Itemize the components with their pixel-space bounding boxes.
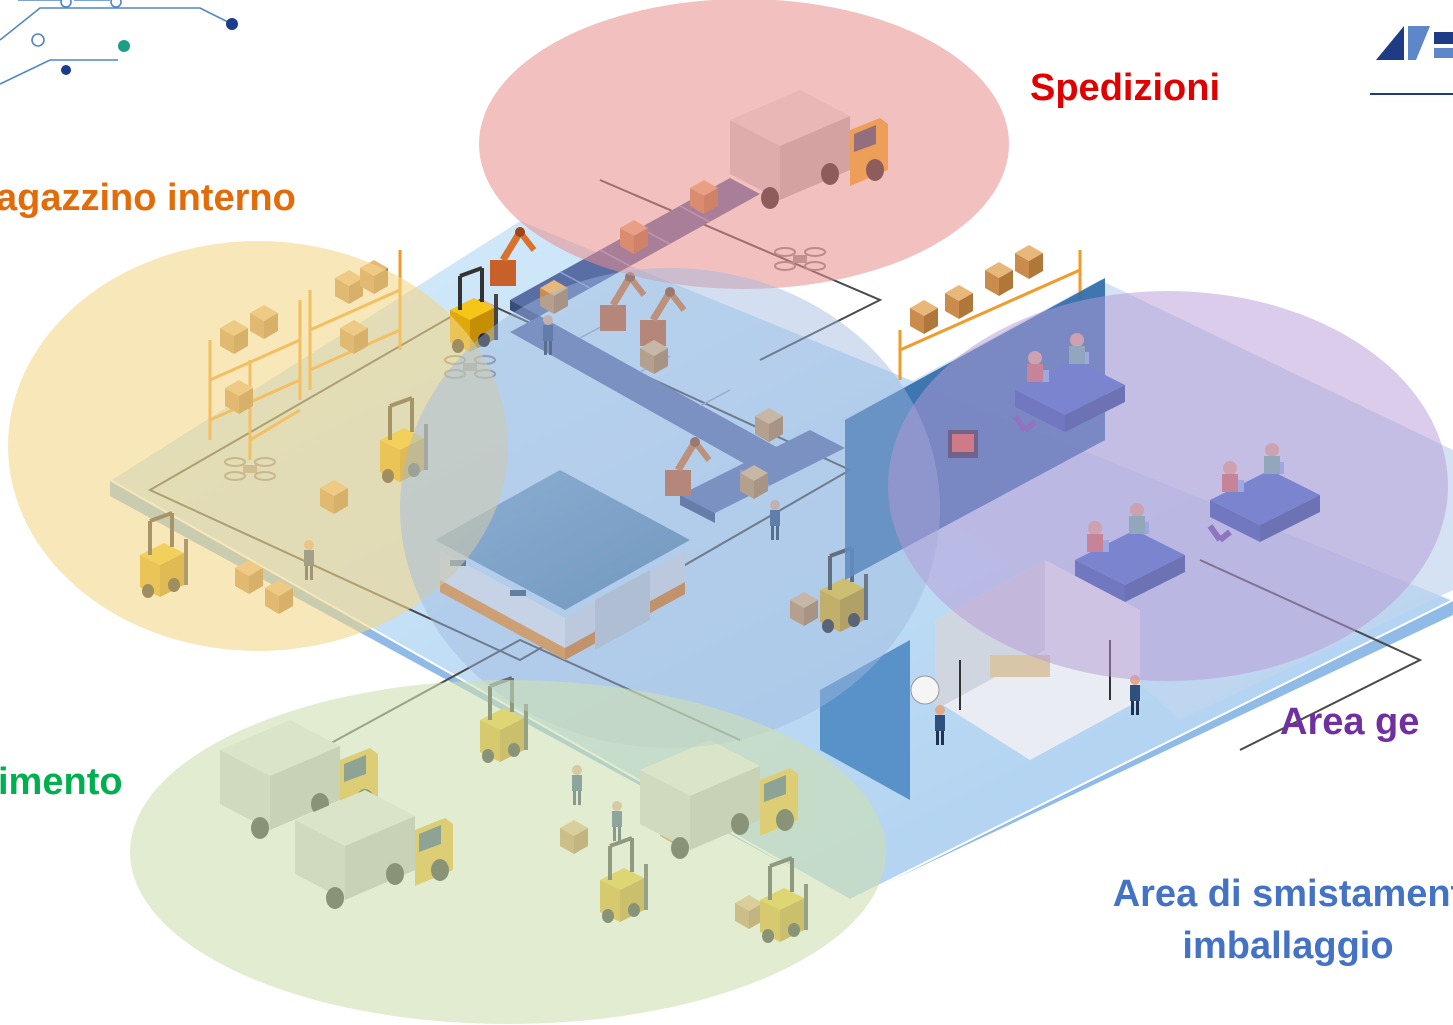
zone-shipping	[479, 0, 1009, 289]
sorting-zone-label-line1: Area di smistament	[1112, 873, 1453, 915]
zone-management	[888, 291, 1448, 681]
receiving-zone-label: imento	[0, 761, 123, 803]
zone-warehouse	[8, 241, 508, 651]
warehouse-building-icon	[435, 470, 690, 660]
company-logo-icon	[1370, 26, 1453, 95]
sorting-zone-label-line2: imballaggio	[1182, 925, 1394, 967]
zone-overlays	[8, 0, 1448, 1024]
warehouse-zone-label: agazzino interno	[0, 177, 296, 219]
sorting-zone-label: Area di smistament imballaggio	[1028, 868, 1453, 972]
shipping-zone-label: Spedizioni	[1030, 67, 1220, 109]
zone-sorting	[400, 268, 940, 748]
zone-receiving	[130, 680, 886, 1024]
circuit-decoration-icon	[0, 0, 238, 85]
management-zone-label: Area ge	[1280, 701, 1420, 743]
